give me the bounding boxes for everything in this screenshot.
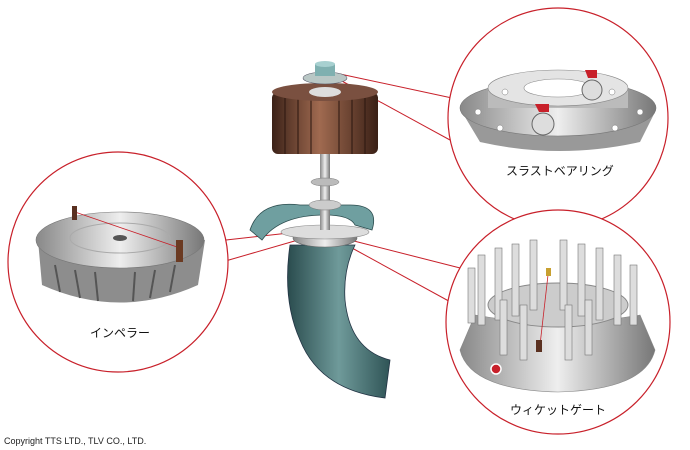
thrust-bearing-detail [459, 69, 657, 151]
draft-tube [287, 244, 391, 399]
label-impeller: インペラー [90, 326, 151, 340]
impeller-detail [35, 206, 205, 303]
copyright-text: Copyright TTS LTD., TLV CO., LTD. [4, 436, 147, 446]
wicket-gate-detail [459, 239, 656, 393]
marker-dot [490, 363, 502, 375]
label-thrust-bearing: スラストベアリング [506, 164, 614, 178]
spiral-casing [249, 203, 375, 241]
label-wicket-gate: ウィケットゲート [510, 403, 607, 417]
rotor [272, 92, 378, 154]
